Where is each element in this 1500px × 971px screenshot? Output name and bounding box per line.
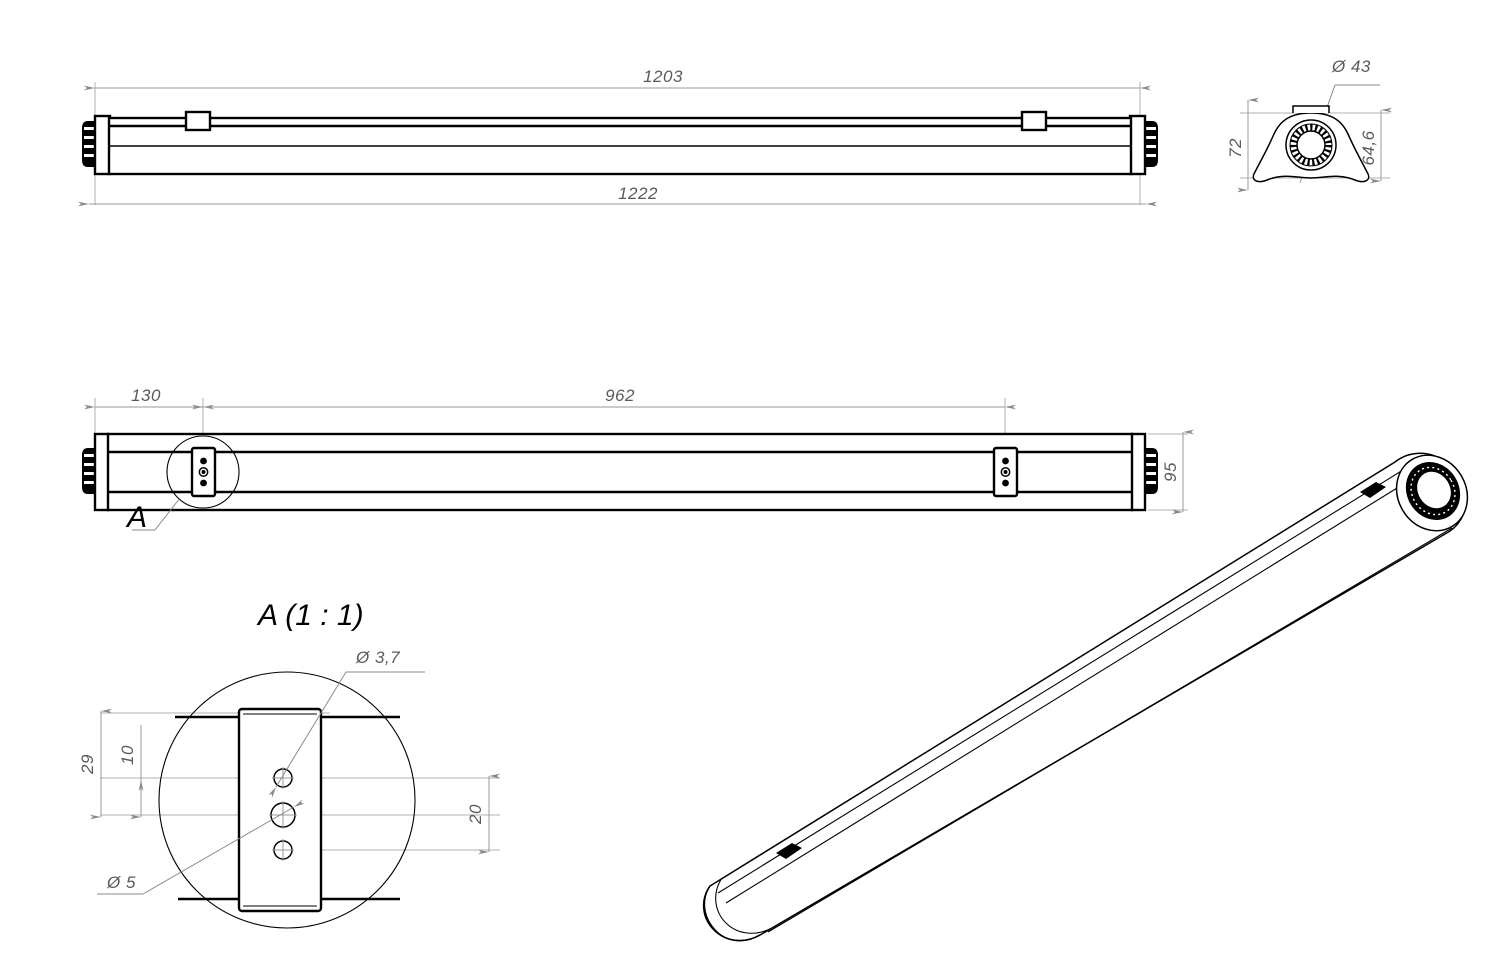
dimension-95: 95 bbox=[1148, 429, 1194, 515]
dim-label-72: 72 bbox=[1226, 138, 1245, 158]
detail-view-a: A (1 : 1) 29 10 20 bbox=[78, 599, 500, 929]
iso-end-cap-bottom-inner bbox=[715, 877, 773, 934]
dim-label-dia-3-7: Ø 3,7 bbox=[355, 648, 400, 667]
dimension-20: 20 bbox=[466, 773, 500, 855]
dim-label-dia-5: Ø 5 bbox=[106, 873, 136, 892]
dimension-1203: 1203 bbox=[84, 67, 1151, 91]
end-section-view: 72 64,6 Ø 43 bbox=[1226, 57, 1392, 193]
detail-hole-middle bbox=[269, 801, 297, 829]
dim-label-1222: 1222 bbox=[618, 184, 658, 203]
front-elevation-view: 1203 1222 bbox=[78, 67, 1158, 207]
dim-label-29: 29 bbox=[78, 754, 97, 775]
dim-label-dia-43: Ø 43 bbox=[1331, 57, 1371, 76]
isometric-3d-view bbox=[702, 452, 1469, 942]
mounting-bracket-left-front bbox=[184, 110, 212, 132]
mounting-bracket-right-front bbox=[1020, 110, 1048, 132]
dimension-1222: 1222 bbox=[78, 184, 1157, 207]
detail-callout-circle-a: A bbox=[125, 435, 240, 534]
plan-left-end-cap bbox=[82, 432, 111, 512]
dimension-10: 10 bbox=[118, 725, 144, 820]
iso-bracket-upper bbox=[1360, 482, 1386, 498]
plan-right-end-cap bbox=[1129, 432, 1158, 512]
dimension-dia-3-7: Ø 3,7 bbox=[268, 648, 425, 798]
luminaire-body-plan bbox=[106, 432, 1134, 512]
iso-body-outline bbox=[703, 452, 1467, 942]
mounting-tab-section bbox=[1292, 105, 1330, 113]
detail-callout-letter: A bbox=[125, 501, 147, 534]
iso-end-cap-bottom bbox=[702, 885, 761, 942]
dim-label-20: 20 bbox=[466, 804, 485, 825]
iso-end-cap-top bbox=[1395, 454, 1469, 532]
iso-diffuser-seam-upper bbox=[717, 469, 1404, 894]
iso-bottom-edge bbox=[767, 527, 1453, 933]
dimension-72: 72 bbox=[1226, 97, 1259, 193]
lamp-tube-section bbox=[1285, 119, 1337, 171]
right-end-cap bbox=[1128, 114, 1158, 176]
dim-label-95: 95 bbox=[1161, 462, 1180, 482]
dimension-dia-5: Ø 5 bbox=[97, 799, 305, 895]
dimension-29: 29 bbox=[78, 708, 112, 820]
detail-hole-bottom bbox=[272, 839, 294, 861]
iso-bracket-lower bbox=[776, 843, 802, 859]
lamp-knurl-ring bbox=[1290, 124, 1332, 166]
dim-label-962: 962 bbox=[605, 386, 635, 405]
bottom-plan-view: 130 962 95 bbox=[82, 386, 1194, 534]
left-end-cap bbox=[82, 114, 112, 176]
dim-label-130: 130 bbox=[131, 386, 161, 405]
dim-label-10: 10 bbox=[118, 745, 137, 765]
dimension-64-6: 64,6 bbox=[1359, 107, 1392, 184]
detail-view-title: A (1 : 1) bbox=[256, 599, 364, 632]
luminaire-body-front bbox=[107, 116, 1133, 176]
dim-label-1203: 1203 bbox=[643, 67, 683, 86]
dim-label-64-6: 64,6 bbox=[1359, 130, 1378, 165]
dimension-962: 962 bbox=[192, 386, 1016, 410]
mounting-bracket-left-plan bbox=[190, 446, 217, 498]
dimension-130: 130 bbox=[84, 386, 214, 410]
mounting-bracket-right-plan bbox=[992, 446, 1019, 498]
iso-diffuser-seam-lower bbox=[725, 479, 1411, 904]
detail-boundary-circle bbox=[158, 671, 416, 929]
